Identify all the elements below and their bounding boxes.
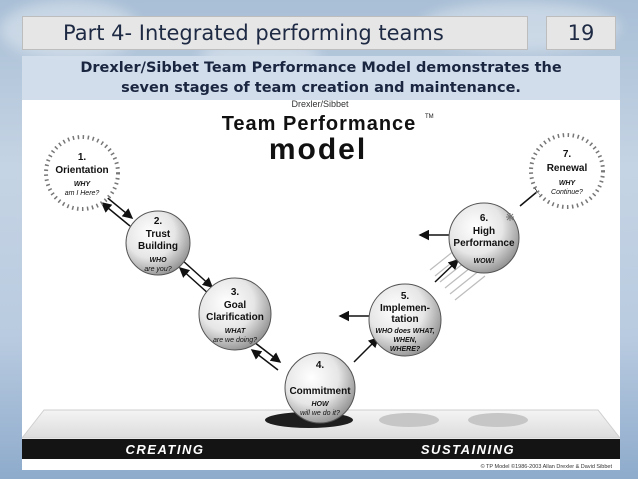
arrow-1-to-2 xyxy=(103,194,134,219)
copyright-notice: © TP Model ©1986-2003 Allan Drexler & Da… xyxy=(481,463,613,470)
stage-1-question-line2: am I Here? xyxy=(65,190,100,197)
slide-subtitle: Drexler/Sibbet Team Performance Model de… xyxy=(22,56,620,100)
stage-2-number: 2. xyxy=(154,216,163,227)
ball-shadow xyxy=(468,413,528,427)
stage-4-question-line1: HOW xyxy=(311,401,330,408)
diagram-brand: Drexler/Sibbet xyxy=(291,100,349,109)
stage-5-name-line2: tation xyxy=(391,314,418,325)
stage-5-name-line1: Implemen- xyxy=(380,303,430,314)
stage-7-question-line2: Continue? xyxy=(551,189,583,196)
stage-1-orientation: 1. Orientation WHY am I Here? xyxy=(44,135,120,211)
stage-6-high-performance: 6. High Performance WOW! xyxy=(448,202,520,274)
stage-2-question-line2: are you? xyxy=(144,266,171,273)
stage-7-renewal: 7. Renewal WHY Continue? xyxy=(529,133,605,209)
stage-6-number: 6. xyxy=(480,213,489,224)
arrow-4-to-3 xyxy=(250,349,279,371)
arrow-4-to-5 xyxy=(353,336,380,363)
arrow-3-to-4 xyxy=(253,341,282,363)
phase-sustaining-label: SUSTAINING xyxy=(421,442,515,457)
stage-3-question-line1: WHAT xyxy=(225,328,246,335)
stage-4-number: 4. xyxy=(316,360,325,371)
stage-1-number: 1. xyxy=(78,152,87,163)
stage-6-name-line2: Performance xyxy=(453,238,515,249)
stage-5-question-line3: WHERE? xyxy=(390,346,421,353)
stage-3-goal-clarification: 3. Goal Clarification WHAT are we doing? xyxy=(198,277,272,351)
arrow-2-to-3 xyxy=(181,259,214,289)
diagram-title-line1: Team Performance xyxy=(222,113,417,135)
stage-7-number: 7. xyxy=(563,149,572,160)
flow-arrows xyxy=(100,185,546,371)
stage-5-question-line1: WHO does WHAT, xyxy=(375,328,434,335)
arrow-2-to-1 xyxy=(100,202,131,227)
stage-4-question-line2: will we do it? xyxy=(300,410,340,417)
stage-3-name-line2: Clarification xyxy=(206,312,264,323)
stage-5-question-line2: WHEN, xyxy=(393,337,416,344)
team-performance-diagram: Drexler/Sibbet Team Performance TM model… xyxy=(22,100,620,470)
arrow-3-to-2 xyxy=(178,266,211,296)
stage-2-question-line1: WHO xyxy=(149,257,167,264)
stage-5-number: 5. xyxy=(401,291,410,302)
stage-7-name: Renewal xyxy=(547,163,588,174)
stage-6-name-line1: High xyxy=(473,226,495,237)
stage-3-name-line1: Goal xyxy=(224,300,246,311)
sparkle-icon xyxy=(506,213,514,221)
arrow-5-to-6 xyxy=(434,258,460,283)
stage-1-name: Orientation xyxy=(55,165,108,176)
stage-4-name: Commitment xyxy=(289,386,351,397)
stage-2-name-line2: Building xyxy=(138,241,178,252)
stage-2-trust-building: 2. Trust Building WHO are you? xyxy=(125,210,191,276)
slide-title: Part 4- Integrated performing teams xyxy=(22,16,528,50)
diagram-title-line2: model xyxy=(269,133,367,166)
stage-4-commitment: 4. Commitment HOW will we do it? xyxy=(284,352,356,424)
stage-7-question-line1: WHY xyxy=(559,180,577,187)
stage-6-question: WOW! xyxy=(474,258,496,265)
phase-creating-label: CREATING xyxy=(126,442,205,457)
stage-1-question-line1: WHY xyxy=(74,181,92,188)
phase-bar xyxy=(22,439,620,459)
slide-page-number: 19 xyxy=(546,16,616,50)
stage-2-name-line1: Trust xyxy=(146,229,171,240)
subtitle-line-2: seven stages of team creation and mainte… xyxy=(121,80,521,96)
trademark-mark: TM xyxy=(425,114,434,120)
diagram-canvas: Drexler/Sibbet Team Performance TM model… xyxy=(22,100,620,470)
stage-5-implementation: 5. Implemen- tation WHO does WHAT, WHEN,… xyxy=(368,283,442,357)
ball-shadow xyxy=(379,413,439,427)
stage-3-number: 3. xyxy=(231,287,240,298)
stage-3-question-line2: are we doing? xyxy=(213,337,257,344)
subtitle-line-1: Drexler/Sibbet Team Performance Model de… xyxy=(80,60,562,76)
